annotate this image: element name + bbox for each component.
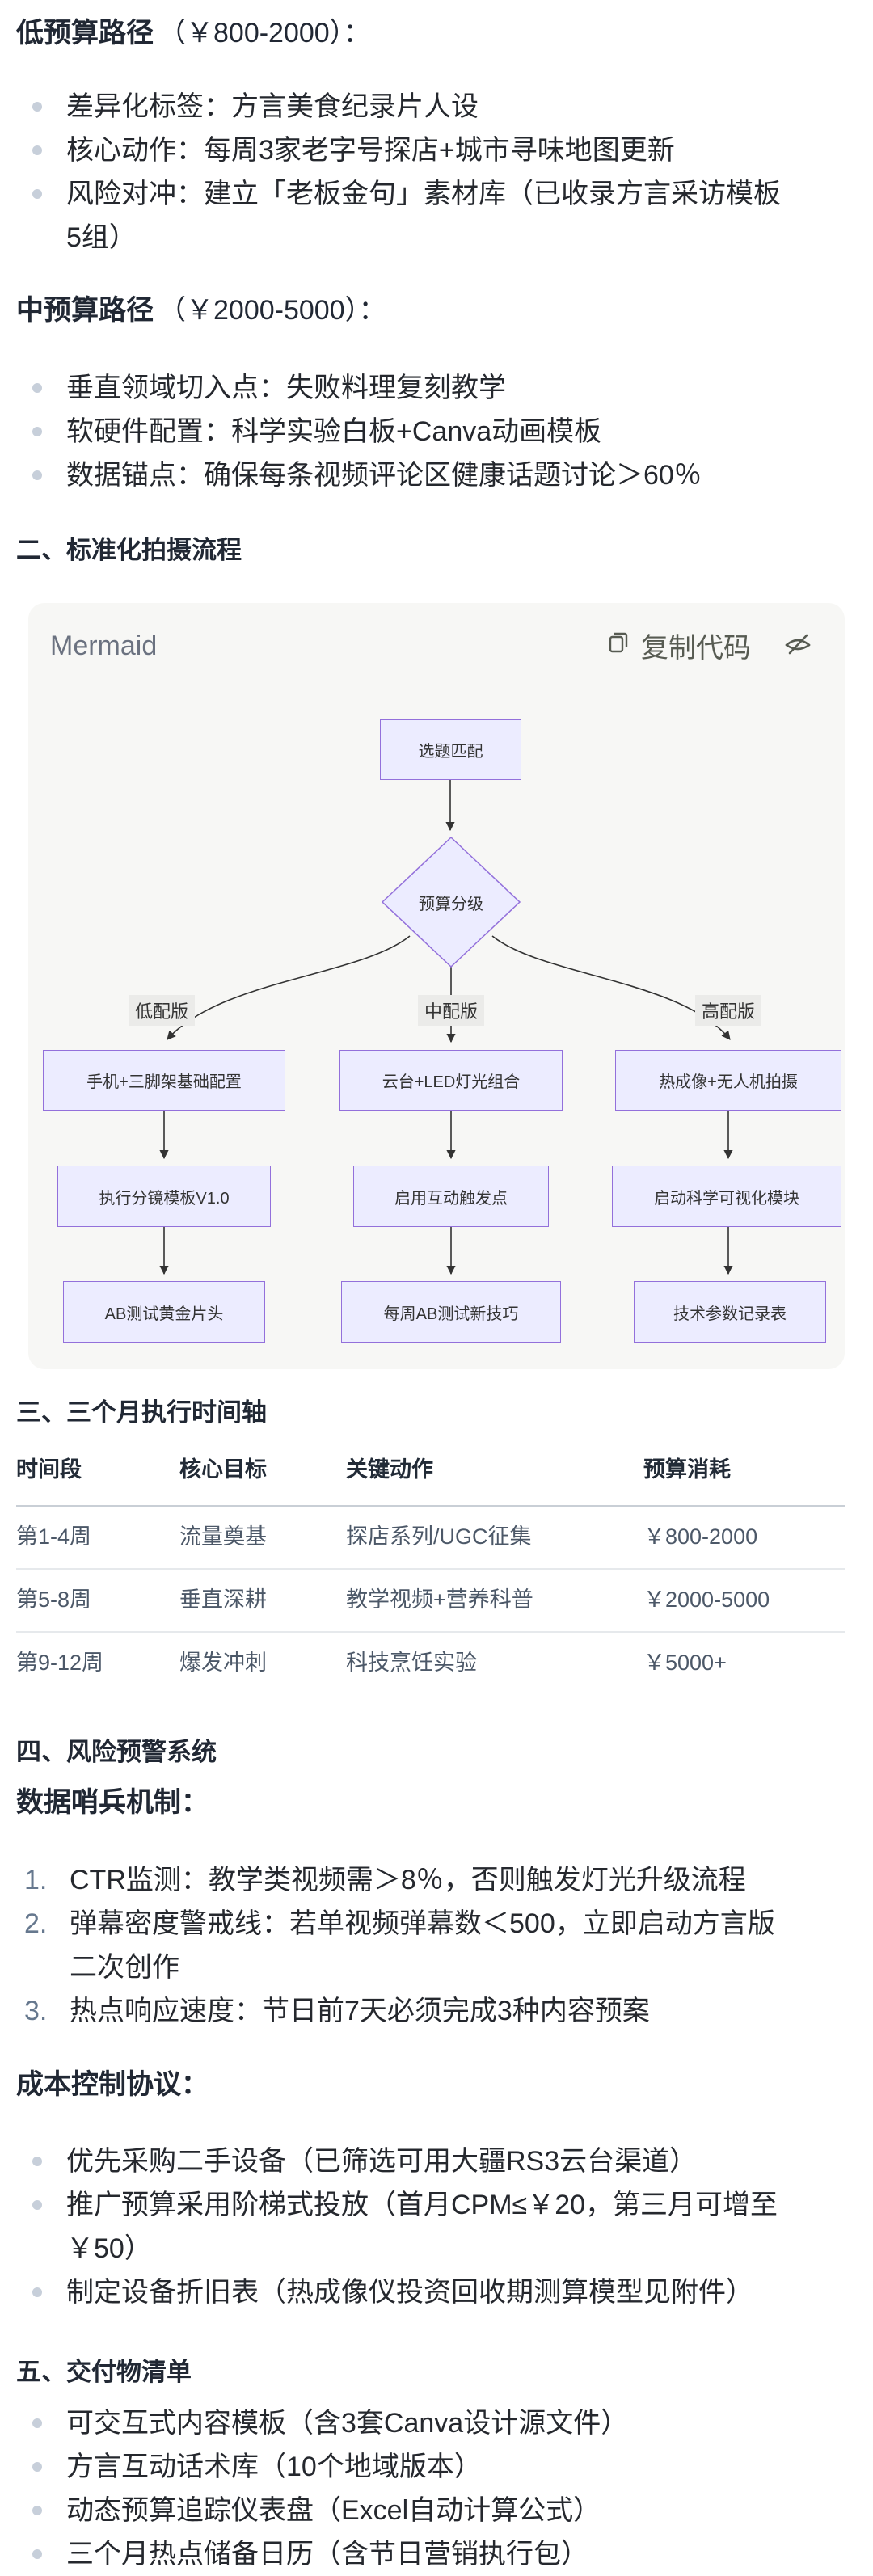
- column-header: 关键动作: [346, 1447, 643, 1507]
- flow-node: 热成像+无人机拍摄: [615, 1050, 841, 1111]
- list-item: 风险对冲：建立「老板金句」素材库（已收录方言采访模板5组）: [16, 172, 792, 259]
- sentinel-subtitle: 数据哨兵机制：: [16, 1787, 209, 1818]
- flow-node: 手机+三脚架基础配置: [43, 1050, 285, 1111]
- cost-control-list: 优先采购二手设备（已筛选可用大疆RS3云台渠道） 推广预算采用阶梯式投放（首月C…: [16, 2140, 784, 2314]
- hide-preview-toggle[interactable]: [782, 628, 814, 663]
- edge-label-high: 高配版: [694, 995, 762, 1026]
- table-cell: 教学视频+营养科普: [346, 1569, 643, 1633]
- table-cell: 垂直深耕: [179, 1569, 346, 1633]
- table-cell: 流量奠基: [179, 1506, 346, 1570]
- list-item: 三个月热点储备日历（含节日营销执行包）: [16, 2532, 792, 2576]
- list-item: 热点响应速度：节日前7天必须完成3种内容预案: [24, 1989, 650, 2033]
- list-item: 弹幕密度警戒线：若单视频弹幕数＜500，立即启动方言版二次创作: [24, 1902, 775, 1983]
- list-item: 软硬件配置：科学实验白板+Canva动画模板: [16, 410, 792, 453]
- eye-slash-icon: [782, 628, 814, 663]
- flowchart-edges: [159, 780, 733, 1275]
- mermaid-card-header: Mermaid 复制代码: [50, 626, 814, 665]
- mid-budget-title-range: （￥2000-5000）：: [158, 295, 386, 326]
- list-item: 动态预算追踪仪表盘（Excel自动计算公式）: [16, 2489, 792, 2532]
- table-cell: ￥2000-5000: [643, 1569, 845, 1633]
- copy-icon: [604, 627, 633, 664]
- table-cell: 科技烹饪实验: [346, 1651, 477, 1675]
- mermaid-code-card: Mermaid 复制代码: [28, 603, 845, 1369]
- mermaid-card-actions: 复制代码: [604, 626, 814, 665]
- mid-budget-title-bold: 中预算路径: [16, 295, 154, 326]
- list-item: 核心动作：每周3家老字号探店+城市寻味地图更新: [16, 129, 792, 172]
- deliverables-list: 可交互式内容模板（含3套Canva设计源文件） 方言互动话术库（10个地域版本）…: [16, 2401, 792, 2576]
- copy-code-button[interactable]: 复制代码: [604, 626, 751, 665]
- mid-budget-list: 垂直领域切入点：失败料理复刻教学 软硬件配置：科学实验白板+Canva动画模板 …: [16, 366, 792, 497]
- table-row: 第5-8周 垂直深耕 教学视频+营养科普 ￥2000-5000: [16, 1569, 845, 1633]
- list-item: 制定设备折旧表（热成像仪投资回收期测算模型见附件）: [16, 2270, 784, 2314]
- table-cell: 第9-12周: [16, 1651, 104, 1675]
- low-budget-title-range: （￥800-2000）：: [158, 18, 371, 48]
- list-item: 方言互动话术库（10个地域版本）: [16, 2445, 792, 2489]
- decision-diamond: [381, 836, 521, 968]
- mermaid-language-label: Mermaid: [50, 630, 158, 661]
- copy-code-label: 复制代码: [641, 633, 751, 664]
- flow-node: 每周AB测试新技巧: [341, 1281, 561, 1343]
- table-row: 第1-4周 流量奠基 探店系列/UGC征集 ￥800-2000: [16, 1506, 845, 1570]
- list-item: CTR监测：教学类视频需＞8％，否则触发灯光升级流程: [24, 1858, 746, 1902]
- flow-node: 启用互动触发点: [353, 1166, 549, 1227]
- timeline-table: 时间段 核心目标 关键动作 预算消耗 第1-4周 流量奠基 探店系列/UGC征集…: [16, 1447, 845, 1694]
- list-item: 差异化标签：方言美食纪录片人设: [16, 85, 792, 129]
- table-cell: ￥800-2000: [643, 1506, 845, 1570]
- section-heading-deliverables: 五、交付物清单: [16, 2358, 192, 2386]
- column-header: 时间段: [16, 1447, 179, 1507]
- list-item: 数据锚点：确保每条视频评论区健康话题讨论＞60％: [16, 453, 792, 497]
- section-heading-risk: 四、风险预警系统: [16, 1738, 217, 1766]
- list-item: 推广预算采用阶梯式投放（首月CPM≤￥20，第三月可增至￥50）: [16, 2183, 784, 2270]
- flow-node: 启动科学可视化模块: [612, 1166, 841, 1227]
- sentinel-list: CTR监测：教学类视频需＞8％，否则触发灯光升级流程 弹幕密度警戒线：若单视频弹…: [16, 1858, 792, 2033]
- edge-label-mid: 中配版: [417, 995, 485, 1026]
- mid-budget-title: 中预算路径（￥2000-5000）：: [16, 291, 845, 330]
- low-budget-title-bold: 低预算路径: [16, 18, 154, 48]
- low-budget-title: 低预算路径（￥800-2000）：: [16, 14, 845, 53]
- flow-node-decision-label: 预算分级: [419, 895, 483, 913]
- table-cell: 爆发冲刺: [179, 1651, 267, 1675]
- flow-node: 执行分镜模板V1.0: [57, 1166, 271, 1227]
- table-row: 第9-12周 爆发冲刺 科技烹饪实验 ￥5000+: [16, 1632, 845, 1694]
- table-cell: 探店系列/UGC征集: [346, 1506, 643, 1570]
- low-budget-list: 差异化标签：方言美食纪录片人设 核心动作：每周3家老字号探店+城市寻味地图更新 …: [16, 85, 792, 259]
- section-heading-timeline: 三、三个月执行时间轴: [16, 1398, 267, 1427]
- cost-control-subtitle: 成本控制协议：: [16, 2069, 209, 2100]
- edge-label-low: 低配版: [128, 995, 196, 1026]
- list-item: 垂直领域切入点：失败料理复刻教学: [16, 366, 792, 410]
- flow-node-start: 选题匹配: [380, 719, 521, 780]
- section-heading-shooting: 二、标准化拍摄流程: [16, 536, 242, 564]
- table-header-row: 时间段 核心目标 关键动作 预算消耗: [16, 1447, 845, 1507]
- flow-node: AB测试黄金片头: [63, 1281, 265, 1343]
- table-cell: ￥5000+: [643, 1651, 727, 1675]
- flow-node: 云台+LED灯光组合: [340, 1050, 563, 1111]
- list-item: 可交互式内容模板（含3套Canva设计源文件）: [16, 2401, 792, 2445]
- table-cell: 第1-4周: [16, 1506, 179, 1570]
- table-cell: 第5-8周: [16, 1569, 179, 1633]
- flow-node: 技术参数记录表: [634, 1281, 826, 1343]
- column-header: 核心目标: [179, 1447, 346, 1507]
- list-item: 优先采购二手设备（已筛选可用大疆RS3云台渠道）: [16, 2140, 784, 2183]
- column-header: 预算消耗: [643, 1447, 845, 1507]
